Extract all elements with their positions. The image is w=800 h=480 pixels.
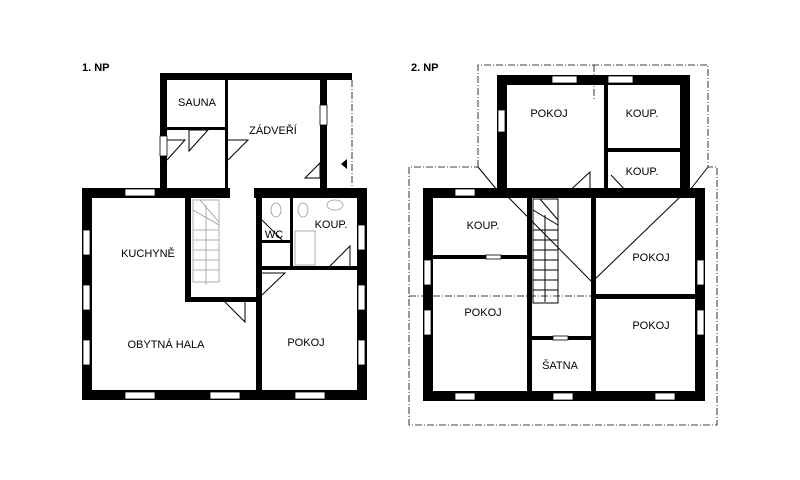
- door-swing: [224, 301, 246, 324]
- floor-plan-1np: 1. NP: [82, 62, 367, 400]
- window: [607, 75, 634, 84]
- bidet: [297, 202, 309, 218]
- wall: [596, 294, 695, 299]
- door-swing: [227, 139, 250, 161]
- roof-ridge: [477, 166, 498, 191]
- door-swing: [564, 170, 591, 196]
- wall: [160, 73, 167, 191]
- room-label-pokoj: POKOJ: [632, 252, 669, 264]
- room-label-pokoj: POKOJ: [530, 108, 567, 120]
- door-swing: [261, 272, 287, 296]
- window: [497, 109, 506, 133]
- wall: [185, 198, 191, 302]
- room-label-koupelna: KOUP.: [626, 166, 659, 178]
- window: [696, 309, 705, 336]
- wall: [185, 297, 257, 302]
- wall: [423, 188, 705, 198]
- window: [82, 339, 91, 366]
- wall: [262, 266, 357, 270]
- room-label-sauna: SAUNA: [178, 97, 217, 109]
- room-label-pokoj: POKOJ: [632, 320, 669, 332]
- wall: [225, 80, 228, 190]
- room-label-zadveri: ZÁDVEŘÍ: [249, 124, 298, 137]
- floor-title: 1. NP: [82, 62, 110, 74]
- roof-ridge: [689, 166, 709, 191]
- window: [454, 188, 476, 197]
- bathtub: [294, 230, 316, 266]
- room-label-koupelna: KOUP.: [467, 220, 500, 232]
- door-swing: [329, 244, 351, 267]
- window: [357, 339, 366, 366]
- wall: [433, 255, 528, 259]
- wall: [608, 148, 680, 152]
- wall: [167, 127, 225, 130]
- room-label-satna: ŠATNA: [542, 359, 579, 372]
- door-swing: [188, 129, 210, 153]
- window: [357, 224, 366, 251]
- door-opening: [552, 335, 569, 341]
- entrance-arrow-icon: [341, 159, 347, 169]
- room-label-koupelna: KOUP.: [626, 108, 659, 120]
- window: [319, 104, 328, 126]
- window: [124, 188, 156, 197]
- window: [551, 75, 578, 84]
- sink: [326, 199, 344, 211]
- window: [552, 392, 574, 401]
- wall: [290, 198, 293, 268]
- window: [159, 135, 168, 157]
- toilet: [270, 202, 282, 218]
- wall: [160, 73, 352, 80]
- staircase: [192, 199, 220, 285]
- wall: [497, 75, 507, 197]
- room-label-koupelna: KOUP.: [315, 219, 348, 231]
- floor-plan-2np: 2. NP: [408, 62, 718, 426]
- window: [124, 391, 156, 400]
- window: [82, 229, 91, 256]
- window: [454, 392, 476, 401]
- window: [357, 284, 366, 311]
- wall: [591, 197, 596, 392]
- wall: [527, 197, 532, 392]
- window: [423, 259, 432, 286]
- roof-outline: [408, 64, 718, 426]
- window: [654, 392, 676, 401]
- wall: [497, 75, 689, 85]
- wall: [604, 85, 608, 197]
- staircase: [532, 198, 559, 304]
- room-label-pokoj: POKOJ: [287, 337, 324, 349]
- floor-title: 2. NP: [411, 62, 439, 74]
- wall: [262, 240, 292, 243]
- wall: [320, 80, 327, 190]
- door-opening: [485, 254, 502, 260]
- window: [294, 391, 326, 400]
- room-label-obytna-hala: OBYTNÁ HALA: [127, 338, 205, 351]
- room-label-wc: WC: [265, 229, 283, 241]
- window: [209, 391, 241, 400]
- door-swing: [261, 219, 283, 241]
- wall: [256, 300, 262, 390]
- wall: [680, 75, 690, 197]
- wall: [256, 198, 262, 300]
- wall: [423, 188, 433, 401]
- door-swing: [303, 161, 321, 179]
- window: [696, 259, 705, 286]
- wall: [695, 188, 705, 401]
- door-swing: [166, 139, 187, 161]
- room-label-pokoj: POKOJ: [464, 307, 501, 319]
- window: [423, 309, 432, 336]
- door-opening: [230, 188, 254, 198]
- window: [82, 284, 91, 311]
- wall: [82, 188, 367, 198]
- room-label-kuchyne: KUCHYNĚ: [121, 247, 175, 260]
